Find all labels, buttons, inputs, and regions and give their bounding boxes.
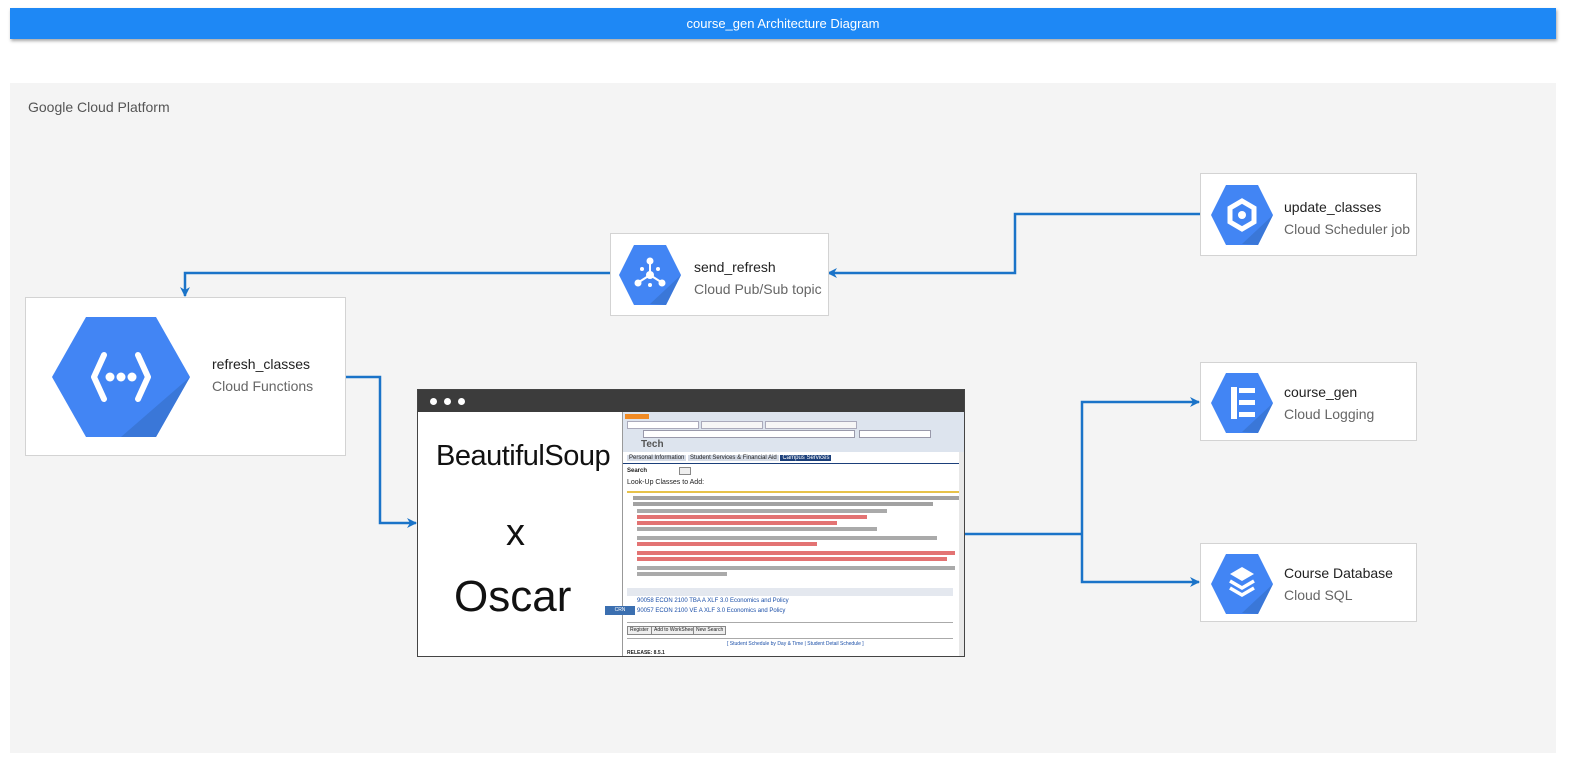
oscar-go-button xyxy=(679,467,691,475)
tech-logo: Tech xyxy=(641,439,664,450)
oscar-tab: Personal Information xyxy=(627,455,687,461)
node-name: update_classes xyxy=(1284,199,1382,215)
edge-pubsub-to-functions xyxy=(180,271,610,297)
edge-scraper-to-sql xyxy=(1080,534,1200,587)
oscar-nav-tabs: Personal Information Student Services & … xyxy=(627,455,832,462)
oscar-row: 90057 ECON 2100 VE A XLF 3.0 Economics a… xyxy=(637,608,786,614)
node-refresh-classes[interactable]: refresh_classes Cloud Functions xyxy=(25,297,346,456)
node-update-classes[interactable]: update_classes Cloud Scheduler job xyxy=(1200,173,1417,256)
browser-tab xyxy=(765,421,857,429)
node-course-gen[interactable]: course_gen Cloud Logging xyxy=(1200,362,1417,441)
edge-scheduler-to-pubsub xyxy=(827,212,1200,278)
window-titlebar xyxy=(418,390,964,412)
gcp-platform-label: Google Cloud Platform xyxy=(28,99,170,115)
oscar-scrollbar xyxy=(959,452,964,656)
times-symbol: x xyxy=(506,512,525,554)
oscar-row: 90058 ECON 2100 TBA A XLF 3.0 Economics … xyxy=(637,598,789,604)
node-kind: Cloud Scheduler job xyxy=(1284,221,1411,237)
node-kind: Cloud SQL xyxy=(1284,587,1353,603)
node-name: refresh_classes xyxy=(212,356,311,372)
new-search-button: New Search xyxy=(693,626,727,635)
oscar-page-heading: Look-Up Classes to Add: xyxy=(627,479,705,486)
cloud-logging-icon xyxy=(1211,373,1273,433)
beautifulsoup-logo: BeautifulSoup xyxy=(436,440,611,472)
oscar-table-rule xyxy=(627,622,953,623)
oscar-logo: Oscar xyxy=(454,572,572,621)
browser-tab-strip xyxy=(625,414,649,419)
oscar-table-header xyxy=(627,588,953,596)
oscar-tab-active: Campus Services xyxy=(780,455,832,461)
node-kind: Cloud Pub/Sub topic xyxy=(694,281,822,297)
oscar-tab: Student Services & Financial Aid xyxy=(688,455,779,461)
node-course-database[interactable]: Course Database Cloud SQL xyxy=(1200,543,1417,622)
browser-chrome: Tech xyxy=(623,412,964,452)
node-kind: Cloud Functions xyxy=(212,378,314,394)
cloud-scheduler-icon xyxy=(1211,185,1273,245)
browser-tab xyxy=(627,421,699,429)
node-name: send_refresh xyxy=(694,259,776,275)
oscar-nav-rule xyxy=(623,463,964,464)
browser-address-bar xyxy=(643,430,855,438)
node-send-refresh[interactable]: send_refresh Cloud Pub/Sub topic xyxy=(610,233,829,316)
browser-search-bar xyxy=(859,430,931,438)
cloud-functions-icon xyxy=(52,317,190,437)
window-dot xyxy=(458,398,465,405)
oscar-footer-rule xyxy=(627,638,953,639)
browser-tab xyxy=(701,421,763,429)
edge-functions-to-scraper xyxy=(346,375,417,528)
oscar-screenshot: Tech Personal Information Student Servic… xyxy=(605,412,964,656)
crn-tag: CRN xyxy=(605,606,635,615)
cloud-sql-icon xyxy=(1211,554,1273,614)
edge-scraper-to-logging xyxy=(1080,397,1200,534)
add-to-worksheet-button: Add to WorkSheet xyxy=(651,626,698,635)
register-button: Register xyxy=(627,626,652,635)
oscar-search-label: Search xyxy=(627,468,648,474)
node-name: course_gen xyxy=(1284,384,1358,400)
window-dot xyxy=(444,398,451,405)
node-kind: Cloud Logging xyxy=(1284,406,1375,422)
scraper-logo-panel: BeautifulSoup x Oscar xyxy=(418,412,622,656)
oscar-footer-links: [ Student Schedule by Day & Time | Stude… xyxy=(727,641,864,647)
scraper-window: BeautifulSoup x Oscar Tech Personal Info… xyxy=(417,389,965,657)
node-name: Course Database xyxy=(1284,565,1393,581)
oscar-release: RELEASE: 8.5.1 xyxy=(627,650,665,656)
pubsub-icon xyxy=(619,245,681,305)
window-dot xyxy=(430,398,437,405)
oscar-heading-rule xyxy=(627,491,959,493)
diagram-title: course_gen Architecture Diagram xyxy=(10,8,1556,39)
